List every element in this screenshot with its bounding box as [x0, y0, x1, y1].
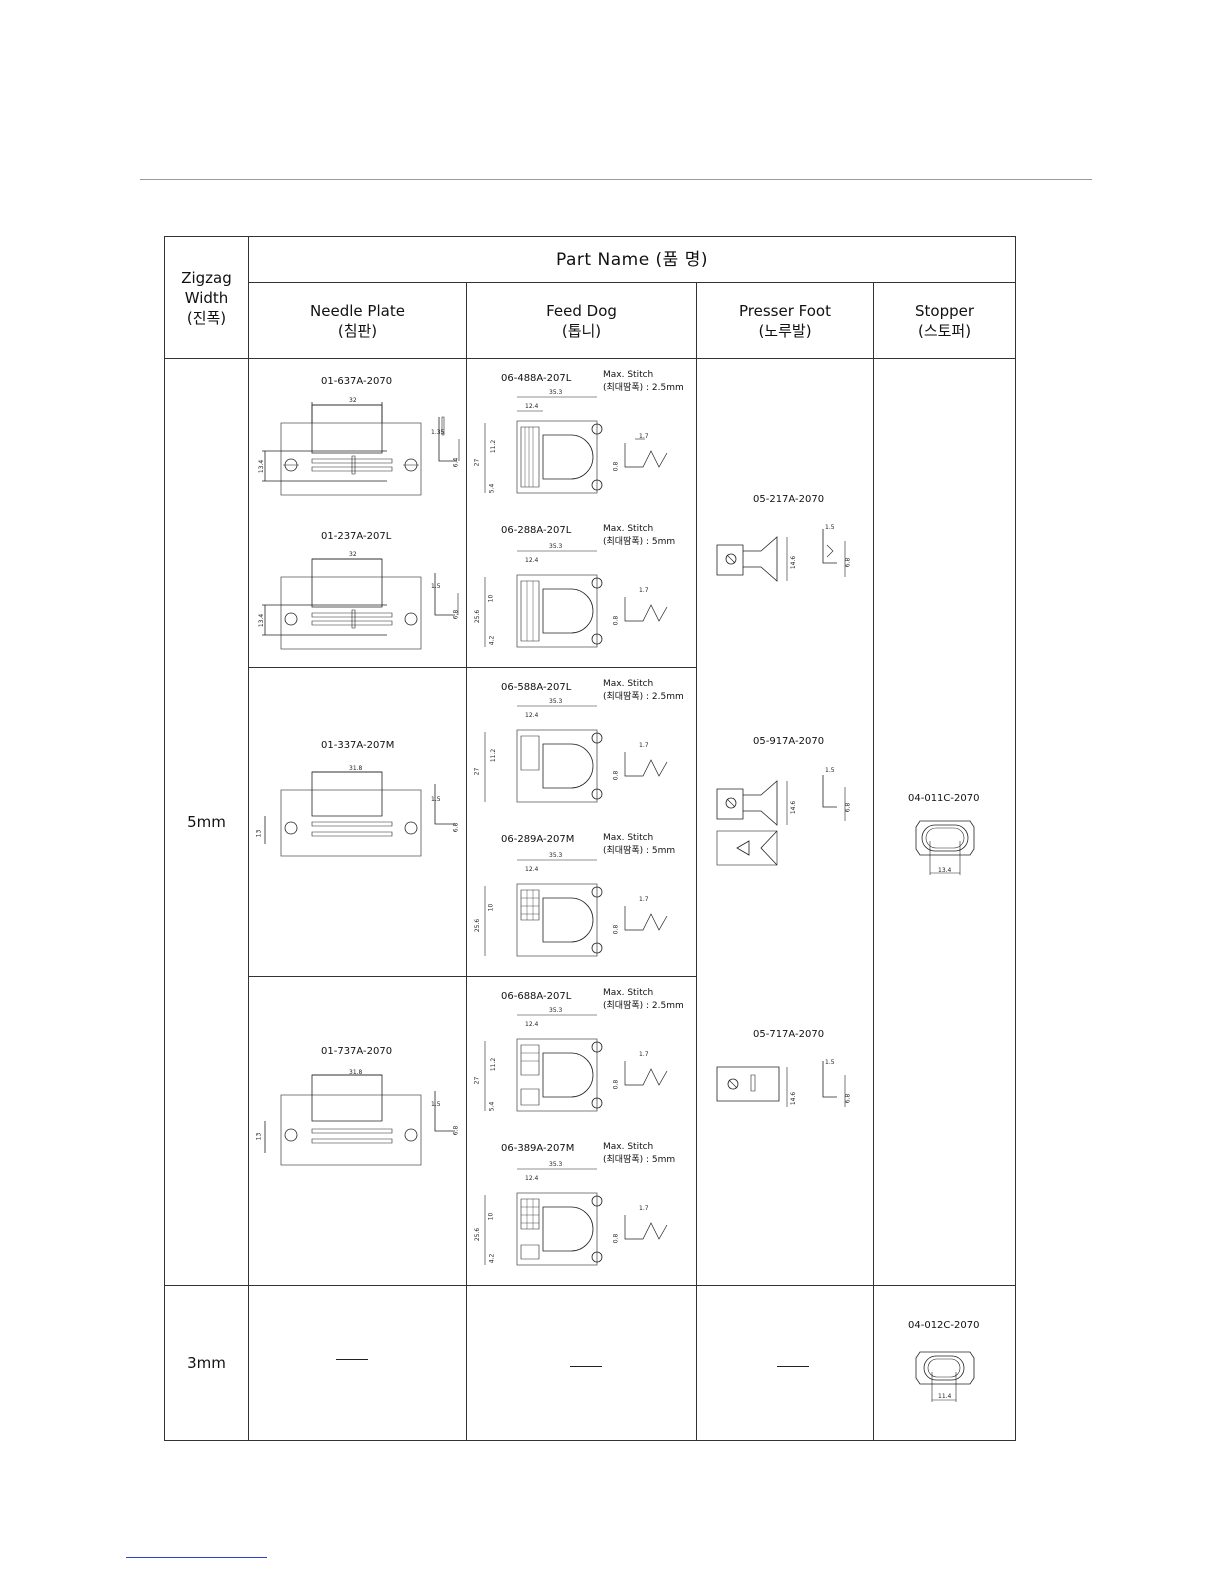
empty-dash	[570, 1366, 602, 1367]
part-number: 06-488A-207L	[501, 373, 572, 384]
part-number: 04-012C-2070	[908, 1320, 980, 1331]
part-number: 01-337A-207M	[321, 740, 395, 751]
presser-foot-drawing	[715, 521, 865, 587]
feed-dog-drawing	[475, 393, 690, 503]
part-number: 05-917A-2070	[753, 736, 825, 747]
zigzag-3mm-cell: 3mm	[164, 1285, 249, 1441]
feed-dog-cell-3mm	[466, 1285, 697, 1441]
needle-plate-drawing	[257, 553, 462, 663]
feed-dog-drawing	[475, 1165, 690, 1275]
stopper-cell-3mm: 04-012C-2070 11.4	[872, 1285, 1017, 1441]
feed-dog-group-2: 06-588A-207L Max. Stitch(최대땀폭) : 2.5mm 3…	[467, 668, 696, 977]
zigzag-5mm-cell: 5mm	[164, 358, 249, 1286]
needle-plate-group-2: 01-337A-207M 31.8 13 1.5 6.8	[249, 668, 466, 977]
feed-dog-group-1: 06-488A-207L Max. Stitch(최대땀폭) : 2.5mm	[467, 359, 696, 668]
needle-plate-drawing	[257, 399, 462, 509]
stopper-drawing	[914, 1350, 978, 1410]
stopper-header: Stopper (스토퍼)	[872, 282, 1017, 359]
part-number: 01-237A-207L	[321, 531, 392, 542]
max-stitch-label: Max. Stitch(최대땀폭) : 5mm	[603, 833, 676, 856]
part-number: 06-389A-207M	[501, 1143, 575, 1154]
needle-plate-group-1: 01-637A-2070	[249, 359, 466, 668]
max-stitch-label: Max. Stitch(최대땀폭) : 5mm	[603, 524, 676, 547]
part-number: 06-288A-207L	[501, 525, 572, 536]
presser-foot-cell-5mm: 05-217A-2070 1.5 14.6 6.8 05-917A-2070	[696, 358, 874, 1286]
feed-dog-drawing	[475, 856, 690, 966]
part-number: 01-637A-2070	[321, 376, 393, 387]
top-divider-line	[140, 179, 1092, 180]
presser-foot-header: Presser Foot (노루발)	[696, 282, 874, 359]
part-number: 05-717A-2070	[753, 1029, 825, 1040]
feed-dog-drawing	[475, 702, 690, 812]
zigzag-width-header: Zigzag Width (진폭)	[164, 236, 249, 359]
part-number: 01-737A-2070	[321, 1046, 393, 1057]
feed-dog-cell-5mm: 06-488A-207L Max. Stitch(최대땀폭) : 2.5mm	[466, 358, 697, 1286]
needle-plate-header: Needle Plate (침판)	[248, 282, 467, 359]
feed-dog-header: Feed Dog (톱니)	[466, 282, 697, 359]
part-name-header: Part Name (품 명)	[247, 236, 1017, 283]
empty-dash	[336, 1359, 368, 1360]
needle-plate-cell-3mm	[248, 1285, 467, 1441]
max-stitch-label: Max. Stitch(최대땀폭) : 2.5mm	[603, 370, 684, 393]
empty-dash	[777, 1366, 809, 1367]
parts-table: Zigzag Width (진폭) Part Name (품 명) Needle…	[164, 236, 1017, 1441]
part-number: 06-289A-207M	[501, 834, 575, 845]
needle-plate-drawing	[257, 1067, 462, 1177]
part-number: 06-688A-207L	[501, 991, 572, 1002]
feed-dog-drawing	[475, 547, 690, 657]
needle-plate-drawing	[257, 762, 462, 872]
needle-plate-group-3: 01-737A-2070 31.8 13 1.5 6.8	[249, 977, 466, 1285]
stopper-drawing	[914, 819, 978, 881]
stopper-cell-5mm: 04-011C-2070 13.4	[872, 358, 1017, 1286]
footer-link-underline[interactable]	[126, 1557, 267, 1558]
feed-dog-group-3: 06-688A-207L Max. Stitch(최대땀폭) : 2.5mm 3…	[467, 977, 696, 1285]
max-stitch-label: Max. Stitch(최대땀폭) : 2.5mm	[603, 988, 684, 1011]
presser-foot-cell-3mm	[696, 1285, 874, 1441]
feed-dog-drawing	[475, 1011, 690, 1121]
needle-plate-cell-5mm: 01-637A-2070	[248, 358, 467, 1286]
max-stitch-label: Max. Stitch(최대땀폭) : 2.5mm	[603, 679, 684, 702]
part-number: 05-217A-2070	[753, 494, 825, 505]
presser-foot-drawing	[715, 1055, 865, 1121]
max-stitch-label: Max. Stitch(최대땀폭) : 5mm	[603, 1142, 676, 1165]
presser-foot-drawing	[715, 769, 865, 869]
part-number: 06-588A-207L	[501, 682, 572, 693]
part-number: 04-011C-2070	[908, 793, 980, 804]
